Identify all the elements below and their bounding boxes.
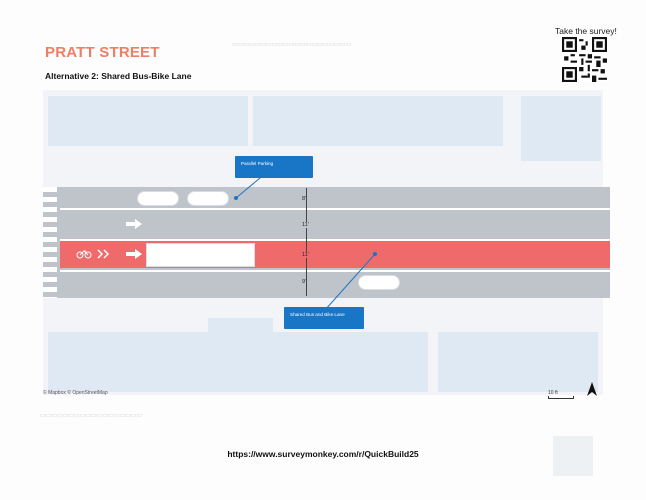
scale-bar: 10 ft (548, 390, 574, 399)
lane-width-label: 11' (302, 252, 309, 258)
street-map (43, 90, 603, 395)
lane-line (60, 270, 610, 272)
faded-footer-text: ▭▭▭▭▭▭▭▭▭▭▭▭▭▭▭▭▭▭ (40, 413, 143, 419)
parked-car (358, 275, 400, 290)
building-block (438, 332, 598, 392)
callout-parallel-parking: Parallel Parking (235, 156, 313, 178)
bus (146, 243, 255, 267)
building-block (48, 332, 428, 392)
dimension-line (306, 188, 307, 296)
lane-width-label: 11' (302, 222, 309, 228)
building-block (48, 96, 248, 146)
lane-width-label: 9' (302, 279, 307, 285)
qr-code-icon[interactable] (561, 37, 608, 82)
parked-car (187, 191, 229, 206)
faded-header-text: ▭▭▭▭▭▭▭▭▭▭▭▭▭▭▭▭▭▭▭▭▭ (232, 42, 352, 48)
scale-label: 10 ft (548, 390, 558, 396)
lane-line (60, 208, 610, 210)
parked-car (137, 191, 179, 206)
page-title: PRATT STREET (45, 44, 160, 61)
faded-qr-icon (553, 436, 593, 476)
bike-symbol-icon (76, 249, 110, 259)
map-credits: © Mapbox © OpenStreetMap (43, 390, 108, 396)
building-block (253, 96, 503, 146)
callout-leaders (234, 177, 377, 311)
page-subtitle: Alternative 2: Shared Bus-Bike Lane (45, 71, 192, 81)
callout-shared-bus-bike-lane: Shared Bus and Bike Lane (284, 307, 364, 329)
crosswalk (43, 187, 57, 298)
scale-line (548, 396, 574, 399)
building-block (208, 318, 273, 332)
travel-direction-arrow-icon (126, 219, 142, 229)
survey-label: Take the survey! (555, 26, 617, 36)
bus-lane-arrow-icon (126, 249, 142, 259)
lane-line (60, 239, 610, 241)
north-arrow-icon (587, 382, 597, 396)
lane-width-label: 8' (302, 196, 307, 202)
survey-url[interactable]: https://www.surveymonkey.com/r/QuickBuil… (227, 449, 419, 459)
building-block (521, 96, 601, 161)
